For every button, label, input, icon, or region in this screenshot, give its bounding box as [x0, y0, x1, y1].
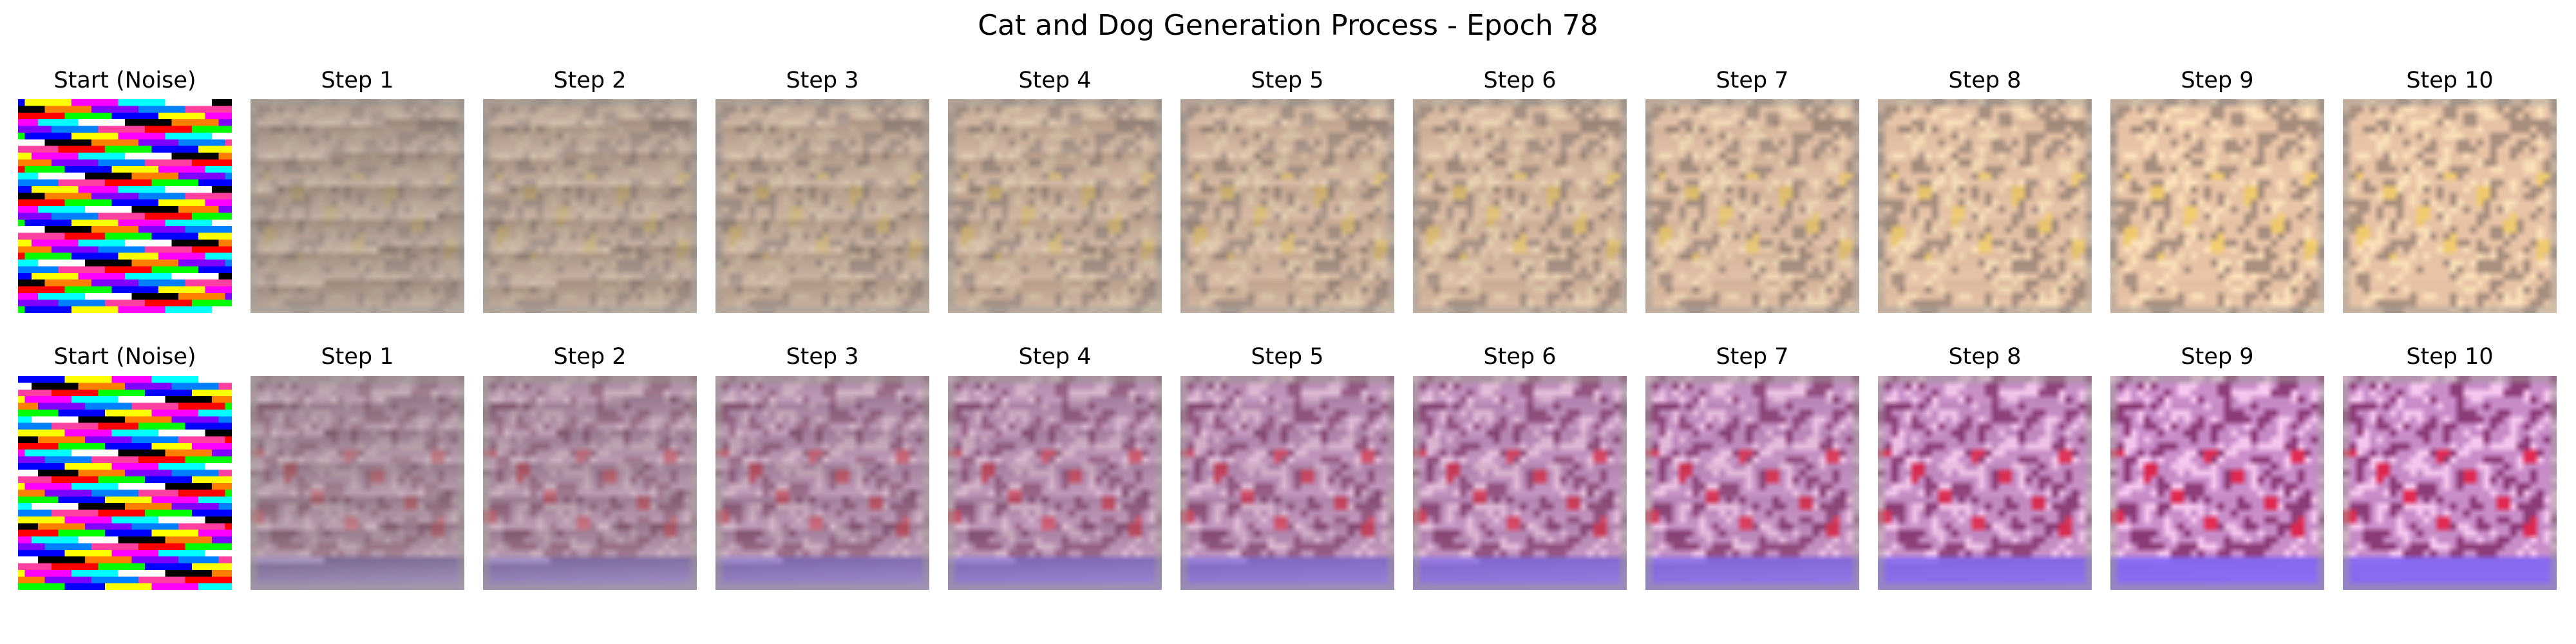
- generated-image: [1645, 376, 1859, 590]
- generated-image: [1180, 376, 1394, 590]
- generated-image: [483, 99, 697, 313]
- generated-image: [715, 99, 929, 313]
- panel-title: Step 4: [1018, 344, 1092, 370]
- generated-image: [1413, 376, 1627, 590]
- panel-title: Step 2: [553, 68, 627, 93]
- generated-image: [1645, 99, 1859, 313]
- generated-image: [2110, 99, 2324, 313]
- panel-title: Step 9: [2181, 68, 2254, 93]
- generated-image: [2343, 99, 2557, 313]
- generated-image: [1413, 99, 1627, 313]
- panel-title: Step 3: [786, 68, 859, 93]
- panel-title: Step 2: [553, 344, 627, 370]
- panel-title: Step 8: [1948, 344, 2022, 370]
- generated-image: [2110, 376, 2324, 590]
- panel-title: Start (Noise): [53, 68, 196, 93]
- panel-title: Step 3: [786, 344, 859, 370]
- noise-image: [18, 376, 232, 590]
- panel-title: Step 7: [1716, 344, 1789, 370]
- panel-title: Step 7: [1716, 68, 1789, 93]
- generated-image: [948, 376, 1162, 590]
- panel-title: Step 1: [321, 68, 394, 93]
- panel-title: Step 6: [1483, 68, 1557, 93]
- generated-image: [715, 376, 929, 590]
- panel-title: Step 10: [2406, 344, 2494, 370]
- panel-title: Step 8: [1948, 68, 2022, 93]
- noise-image: [18, 99, 232, 313]
- panel-title: Step 5: [1251, 344, 1324, 370]
- generated-image: [251, 376, 464, 590]
- generated-image: [1878, 376, 2092, 590]
- generated-image: [1180, 99, 1394, 313]
- generated-image: [251, 99, 464, 313]
- panel-title: Step 5: [1251, 68, 1324, 93]
- panel-title: Step 4: [1018, 68, 1092, 93]
- panel-title: Step 1: [321, 344, 394, 370]
- panel-title: Step 6: [1483, 344, 1557, 370]
- panel-title: Step 10: [2406, 68, 2494, 93]
- figure-title: Cat and Dog Generation Process - Epoch 7…: [978, 9, 1598, 42]
- panel-title: Step 9: [2181, 344, 2254, 370]
- generated-image: [948, 99, 1162, 313]
- generated-image: [2343, 376, 2557, 590]
- generated-image: [483, 376, 697, 590]
- panel-title: Start (Noise): [53, 344, 196, 370]
- generated-image: [1878, 99, 2092, 313]
